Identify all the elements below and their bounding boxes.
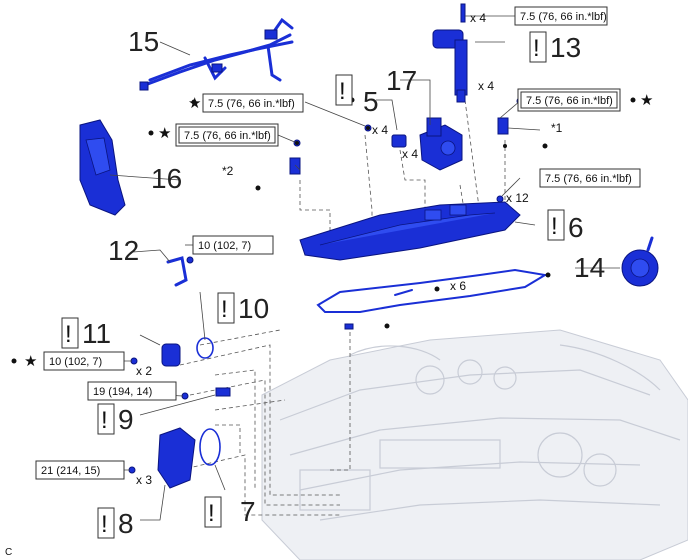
qty-6: x 6	[450, 279, 466, 293]
warning-11: !	[61, 317, 79, 349]
bracket-part	[166, 256, 194, 287]
warning-icon: !	[65, 321, 72, 348]
qty-top: x 4	[470, 11, 486, 25]
warning-icon: !	[533, 35, 540, 62]
warning-icon: !	[208, 500, 215, 527]
qty-12: x 12	[506, 191, 529, 205]
warning-8: !	[97, 507, 115, 539]
warning-icon: !	[551, 213, 558, 240]
part-9	[181, 387, 231, 400]
warning-6: !	[547, 209, 565, 241]
callout-15: 15	[128, 26, 159, 57]
star-icon: ★	[188, 95, 201, 112]
module-part	[419, 117, 463, 171]
torque-12-text: 10 (102, 7)	[198, 240, 251, 252]
torque-top: 7.5 (76, 66 in.*lbf)	[514, 6, 608, 26]
callout-17: 17	[386, 65, 417, 96]
wire-harness-part	[139, 17, 294, 91]
sensor-5-part	[391, 134, 407, 148]
warning-7: !	[204, 496, 222, 528]
torque-11: 10 (102, 7)	[43, 351, 125, 371]
star-icon: ★	[158, 125, 171, 142]
engine-cover-part	[79, 119, 126, 216]
part-11	[130, 343, 181, 367]
callout-6: 6	[568, 212, 584, 243]
callout-16: 16	[151, 163, 182, 194]
part-8	[128, 427, 196, 489]
note-2: *2	[222, 164, 234, 178]
warning-5: !	[335, 74, 353, 106]
callout-11: 11	[82, 318, 111, 349]
callout-13: 13	[550, 32, 581, 63]
callout-5: 5	[363, 86, 379, 117]
note-1: *1	[551, 121, 563, 135]
torque-top-text: 7.5 (76, 66 in.*lbf)	[520, 11, 607, 23]
callout-numbers: 15 17 5 13 16 6 12 14 10 11 9 7 8	[82, 26, 605, 539]
vacuum-pump-part	[621, 236, 659, 287]
engine-block-outline	[261, 329, 688, 560]
callout-8: 8	[118, 508, 134, 539]
torque-boxed-left-text: 7.5 (76, 66 in.*lbf)	[184, 130, 271, 142]
callout-14: 14	[574, 252, 605, 283]
warning-icon: !	[339, 78, 346, 105]
torque-11-text: 10 (102, 7)	[49, 356, 102, 368]
warning-9: !	[97, 403, 115, 435]
torque-right-text: 7.5 (76, 66 in.*lbf)	[545, 173, 632, 185]
torque-9-text: 19 (194, 14)	[93, 386, 152, 398]
gasket-part	[316, 268, 548, 330]
warning-icon: !	[101, 511, 108, 538]
warning-10: !	[217, 292, 235, 324]
warning-icon: !	[221, 296, 228, 323]
torque-mid-left-text: 7.5 (76, 66 in.*lbf)	[208, 98, 295, 110]
torque-boxed-left: 7.5 (76, 66 in.*lbf)	[175, 123, 279, 147]
torque-8: 21 (214, 15)	[35, 460, 125, 480]
quantities: x 4 x 4 x 4 x 4 x 12 x 6 x 2 x 3	[136, 11, 529, 487]
torque-mid-left: 7.5 (76, 66 in.*lbf)	[202, 93, 304, 113]
ignition-coil-part	[432, 3, 468, 103]
torque-boxed-right: 7.5 (76, 66 in.*lbf)	[517, 88, 621, 112]
torque-right: 7.5 (76, 66 in.*lbf)	[539, 168, 641, 188]
qty-5: x 4	[402, 147, 418, 161]
o-ring-7	[199, 428, 221, 466]
callout-12: 12	[108, 235, 139, 266]
qty-mid: x 4	[372, 123, 388, 137]
torque-8-text: 21 (214, 15)	[41, 465, 100, 477]
warning-13: !	[529, 31, 547, 63]
star-icon: ★	[640, 92, 653, 109]
qty-13: x 4	[478, 79, 494, 93]
callout-9: 9	[118, 404, 134, 435]
o-ring-10	[196, 337, 214, 359]
qty-11: x 2	[136, 364, 152, 378]
qty-8: x 3	[136, 473, 152, 487]
torque-boxed-right-text: 7.5 (76, 66 in.*lbf)	[526, 95, 613, 107]
callout-10: 10	[238, 293, 269, 324]
callout-7: 7	[240, 496, 256, 527]
head-cover-part	[299, 201, 521, 261]
warning-icon: !	[101, 407, 108, 434]
corner-label: C	[5, 547, 12, 558]
torque-9: 19 (194, 14)	[87, 381, 177, 401]
torque-12: 10 (102, 7)	[192, 235, 274, 255]
star-icon: ★	[24, 353, 37, 370]
star-marks: ★ ★ ★ ★	[24, 92, 653, 370]
